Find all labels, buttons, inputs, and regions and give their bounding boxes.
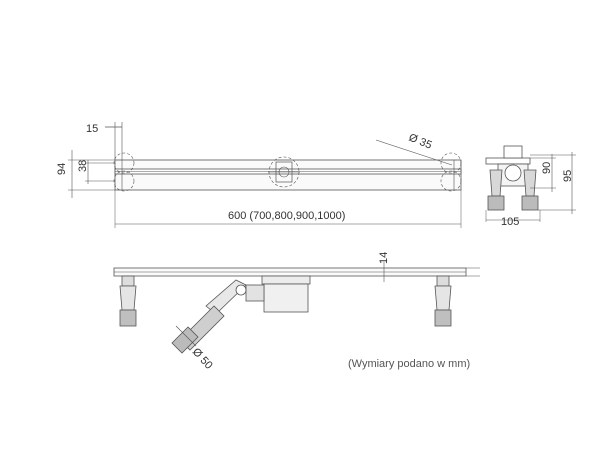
dim-105-label: 105 bbox=[501, 216, 519, 228]
side-outlet-box bbox=[503, 145, 523, 159]
side-top-bar bbox=[485, 157, 531, 165]
dim-15-label: 15 bbox=[86, 123, 98, 135]
units-note: (Wymiary podano w mm) bbox=[348, 358, 470, 370]
foot-left bbox=[119, 275, 137, 327]
front-view bbox=[113, 262, 480, 354]
foot-right bbox=[434, 275, 452, 327]
dim-14-label: 14 bbox=[378, 252, 390, 264]
foot-outline-right bbox=[440, 152, 462, 174]
outlet-pipe bbox=[171, 279, 247, 354]
dim-94-label: 94 bbox=[56, 163, 68, 175]
side-outlet-circle bbox=[504, 164, 522, 182]
dim-90-label: 90 bbox=[541, 162, 553, 174]
dim-95-label: 95 bbox=[562, 170, 574, 182]
dim-35-label: Ø 35 bbox=[407, 132, 434, 152]
dim-38-label: 38 bbox=[77, 160, 89, 172]
dim-50-label: Ø 50 bbox=[190, 346, 215, 372]
dim-length-label: 600 (700,800,900,1000) bbox=[228, 210, 345, 222]
side-view bbox=[485, 145, 576, 222]
top-view bbox=[68, 122, 462, 228]
siphon-body bbox=[245, 275, 311, 313]
